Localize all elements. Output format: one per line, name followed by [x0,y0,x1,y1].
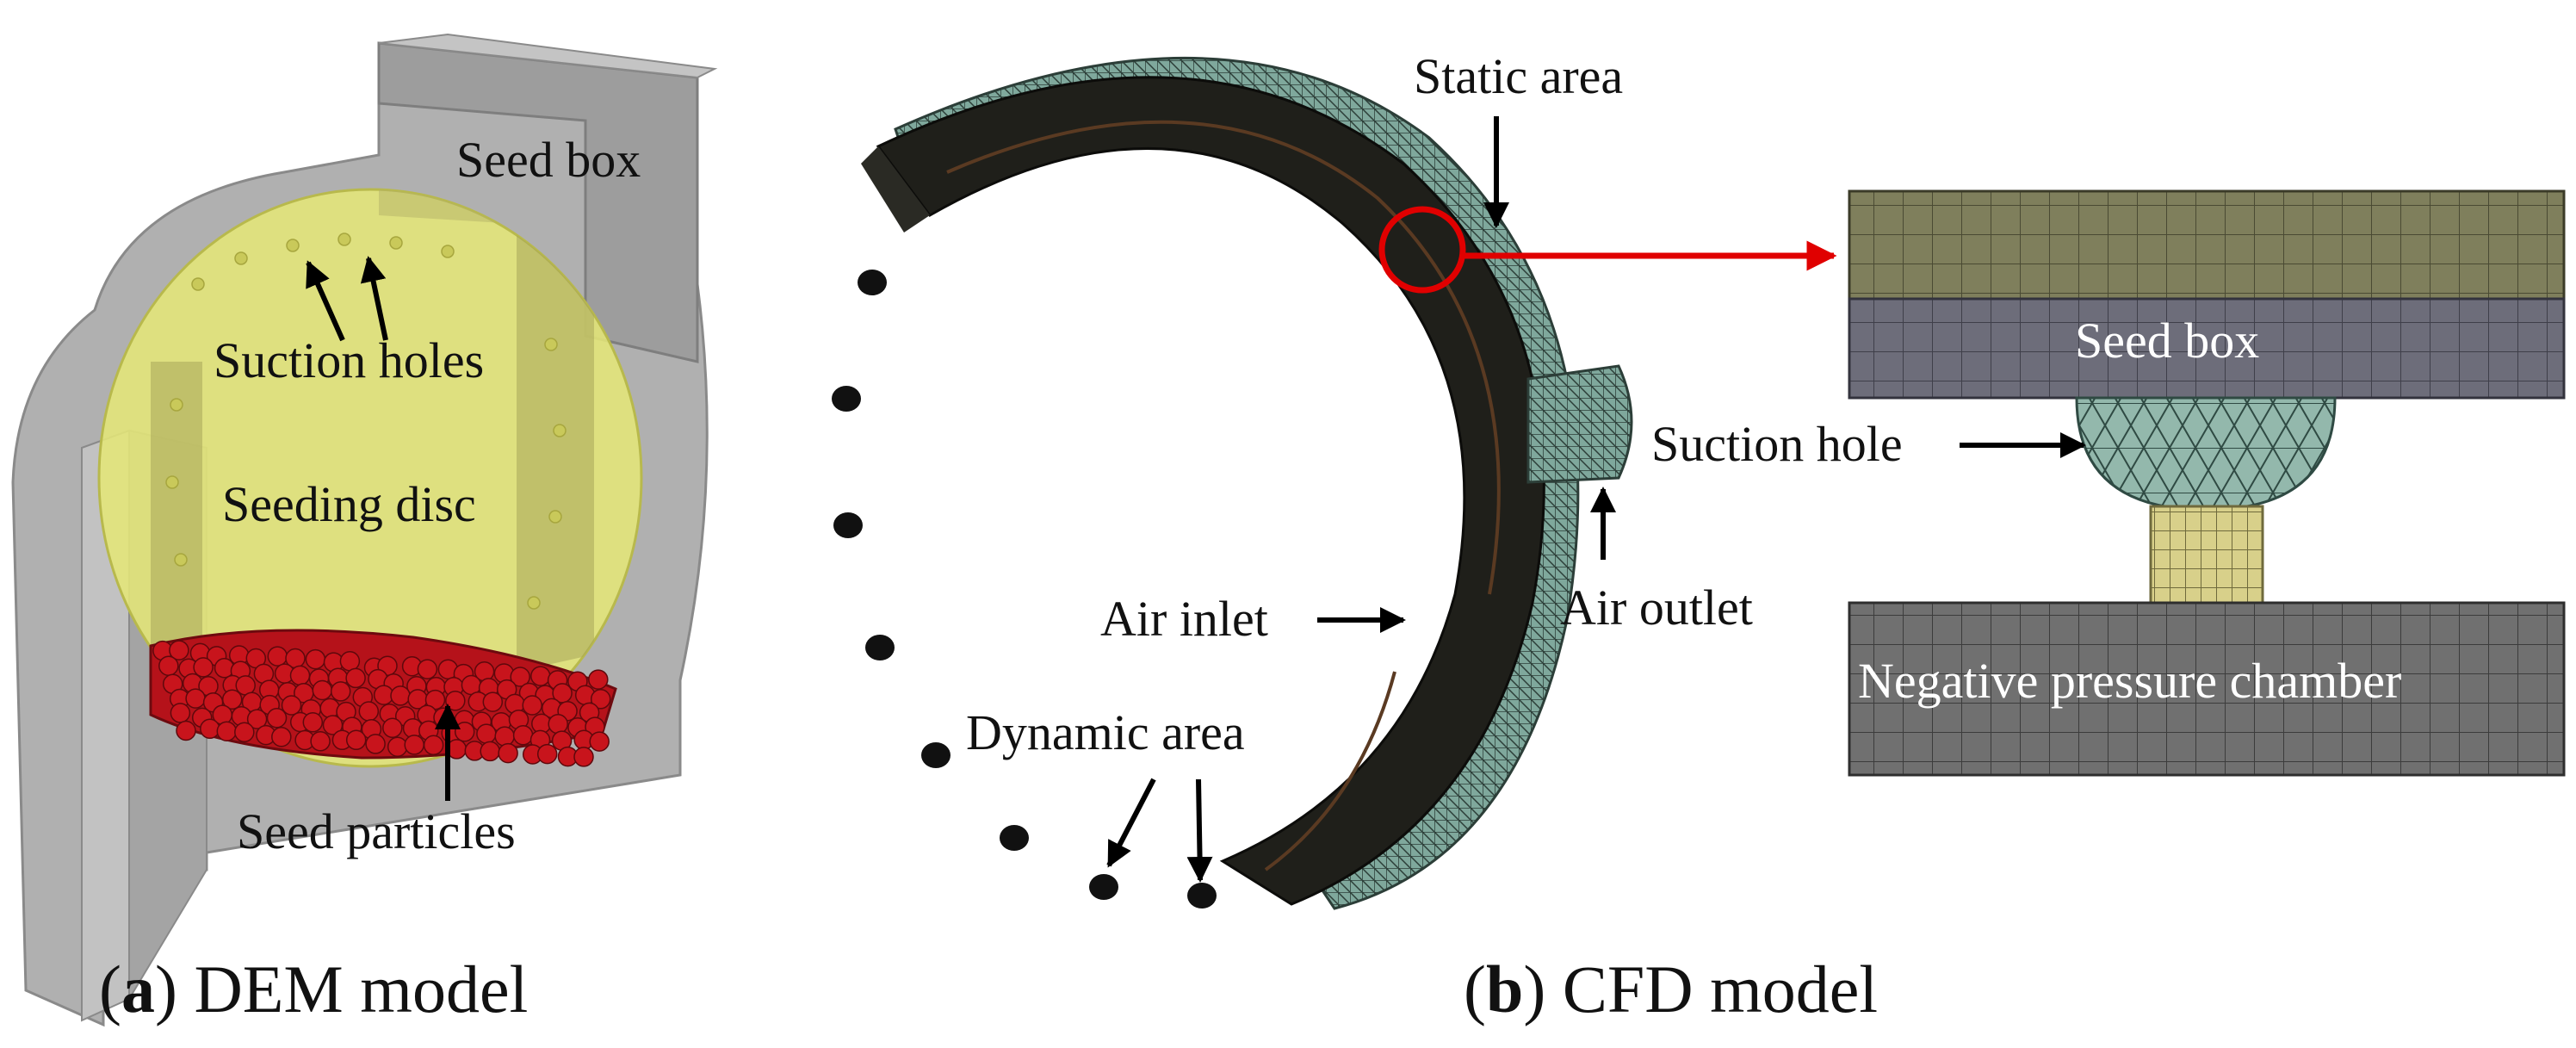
seed-particle [494,726,515,747]
seed-particle [310,731,331,752]
seed-particle [530,666,551,686]
seed-particle [281,695,302,716]
seed-particle [246,709,268,729]
seed-particle [271,726,292,747]
seed-particle [158,655,179,676]
detail-suction-hole [2075,396,2337,512]
arrow-suction-hole-1 [306,260,345,342]
mesh-detail: Seed box Suction hole Negative pressure … [1651,189,2566,777]
seed-particle [185,688,206,709]
detail-neck [2149,505,2264,605]
seed-particle [302,712,324,733]
seed-particle [536,743,558,765]
seed-particle [512,725,534,746]
seed-particle [221,689,243,710]
seed-particle [588,669,609,690]
seed-particle [266,707,288,729]
highlight-circle [1378,206,1466,294]
seed-particle [267,646,288,667]
seed-particle [589,731,610,752]
label-seed-box: Seed box [456,132,641,188]
label-static-area: Static area [1414,48,1623,104]
label-air-inlet: Air inlet [1100,591,1268,647]
seed-particle [289,665,311,686]
label-suction-holes: Suction holes [214,332,484,388]
label-detail-seed-box: Seed box [2075,313,2259,369]
dynamic-area-dots [832,270,1217,908]
caption-b: (b) CFD model [1464,952,1878,1026]
arrow-suction-hole-2 [360,256,388,341]
seed-particle [454,722,475,742]
seed-particle [365,734,386,754]
seed-particle [358,701,380,722]
seed-particle [193,657,214,678]
seed-particle [387,736,408,757]
seed-particle [510,667,530,687]
seed-particle [548,714,568,735]
seed-particle [404,735,424,755]
seed-particle [200,718,220,740]
label-seeding-disc: Seeding disc [222,476,476,532]
seed-particle [169,640,189,660]
detail-upper-block [1848,189,2566,301]
seed-particle [339,651,361,672]
seed-particle [234,722,255,743]
label-dynamic-area: Dynamic area [966,704,1245,760]
seed-particle [480,741,500,762]
seed-particle [482,691,504,712]
panel-b-cfd-model: Static area Air inlet Air outlet Dynamic… [832,48,1878,1026]
label-detail-suction-hole: Suction hole [1651,416,1903,472]
seeding-disc [97,188,643,768]
seed-particle [312,679,333,701]
label-seed-particles: Seed particles [237,803,516,859]
seed-particle [305,648,326,670]
seed-particle [390,685,411,706]
label-air-outlet: Air outlet [1560,580,1753,636]
seed-particle [176,720,196,741]
arrow-dynamic-area-2 [1186,778,1213,883]
seed-particle [330,681,351,702]
seed-particle [476,723,497,744]
seed-particle [382,717,403,739]
label-detail-negative-pressure-chamber: Negative pressure chamber [1858,653,2401,709]
seed-particle [590,689,611,710]
detail-negative-pressure-chamber [1848,601,2566,777]
seed-particle [170,703,191,723]
seed-particle [522,695,542,716]
seed-particle [345,667,366,689]
seed-particle [345,729,367,751]
arrow-dynamic-area-1 [1106,778,1156,868]
air-outlet-stub [1526,364,1633,484]
seed-particle [573,747,594,767]
seed-particle [417,659,438,679]
panel-a-dem-model: Seed box Suction holes Seeding disc Seed… [11,33,718,1027]
seed-particle [498,742,518,764]
dynamic-area-ring [876,76,1545,906]
seed-particle [423,735,444,756]
caption-a: (a) DEM model [99,952,528,1026]
seed-particle [216,721,238,741]
